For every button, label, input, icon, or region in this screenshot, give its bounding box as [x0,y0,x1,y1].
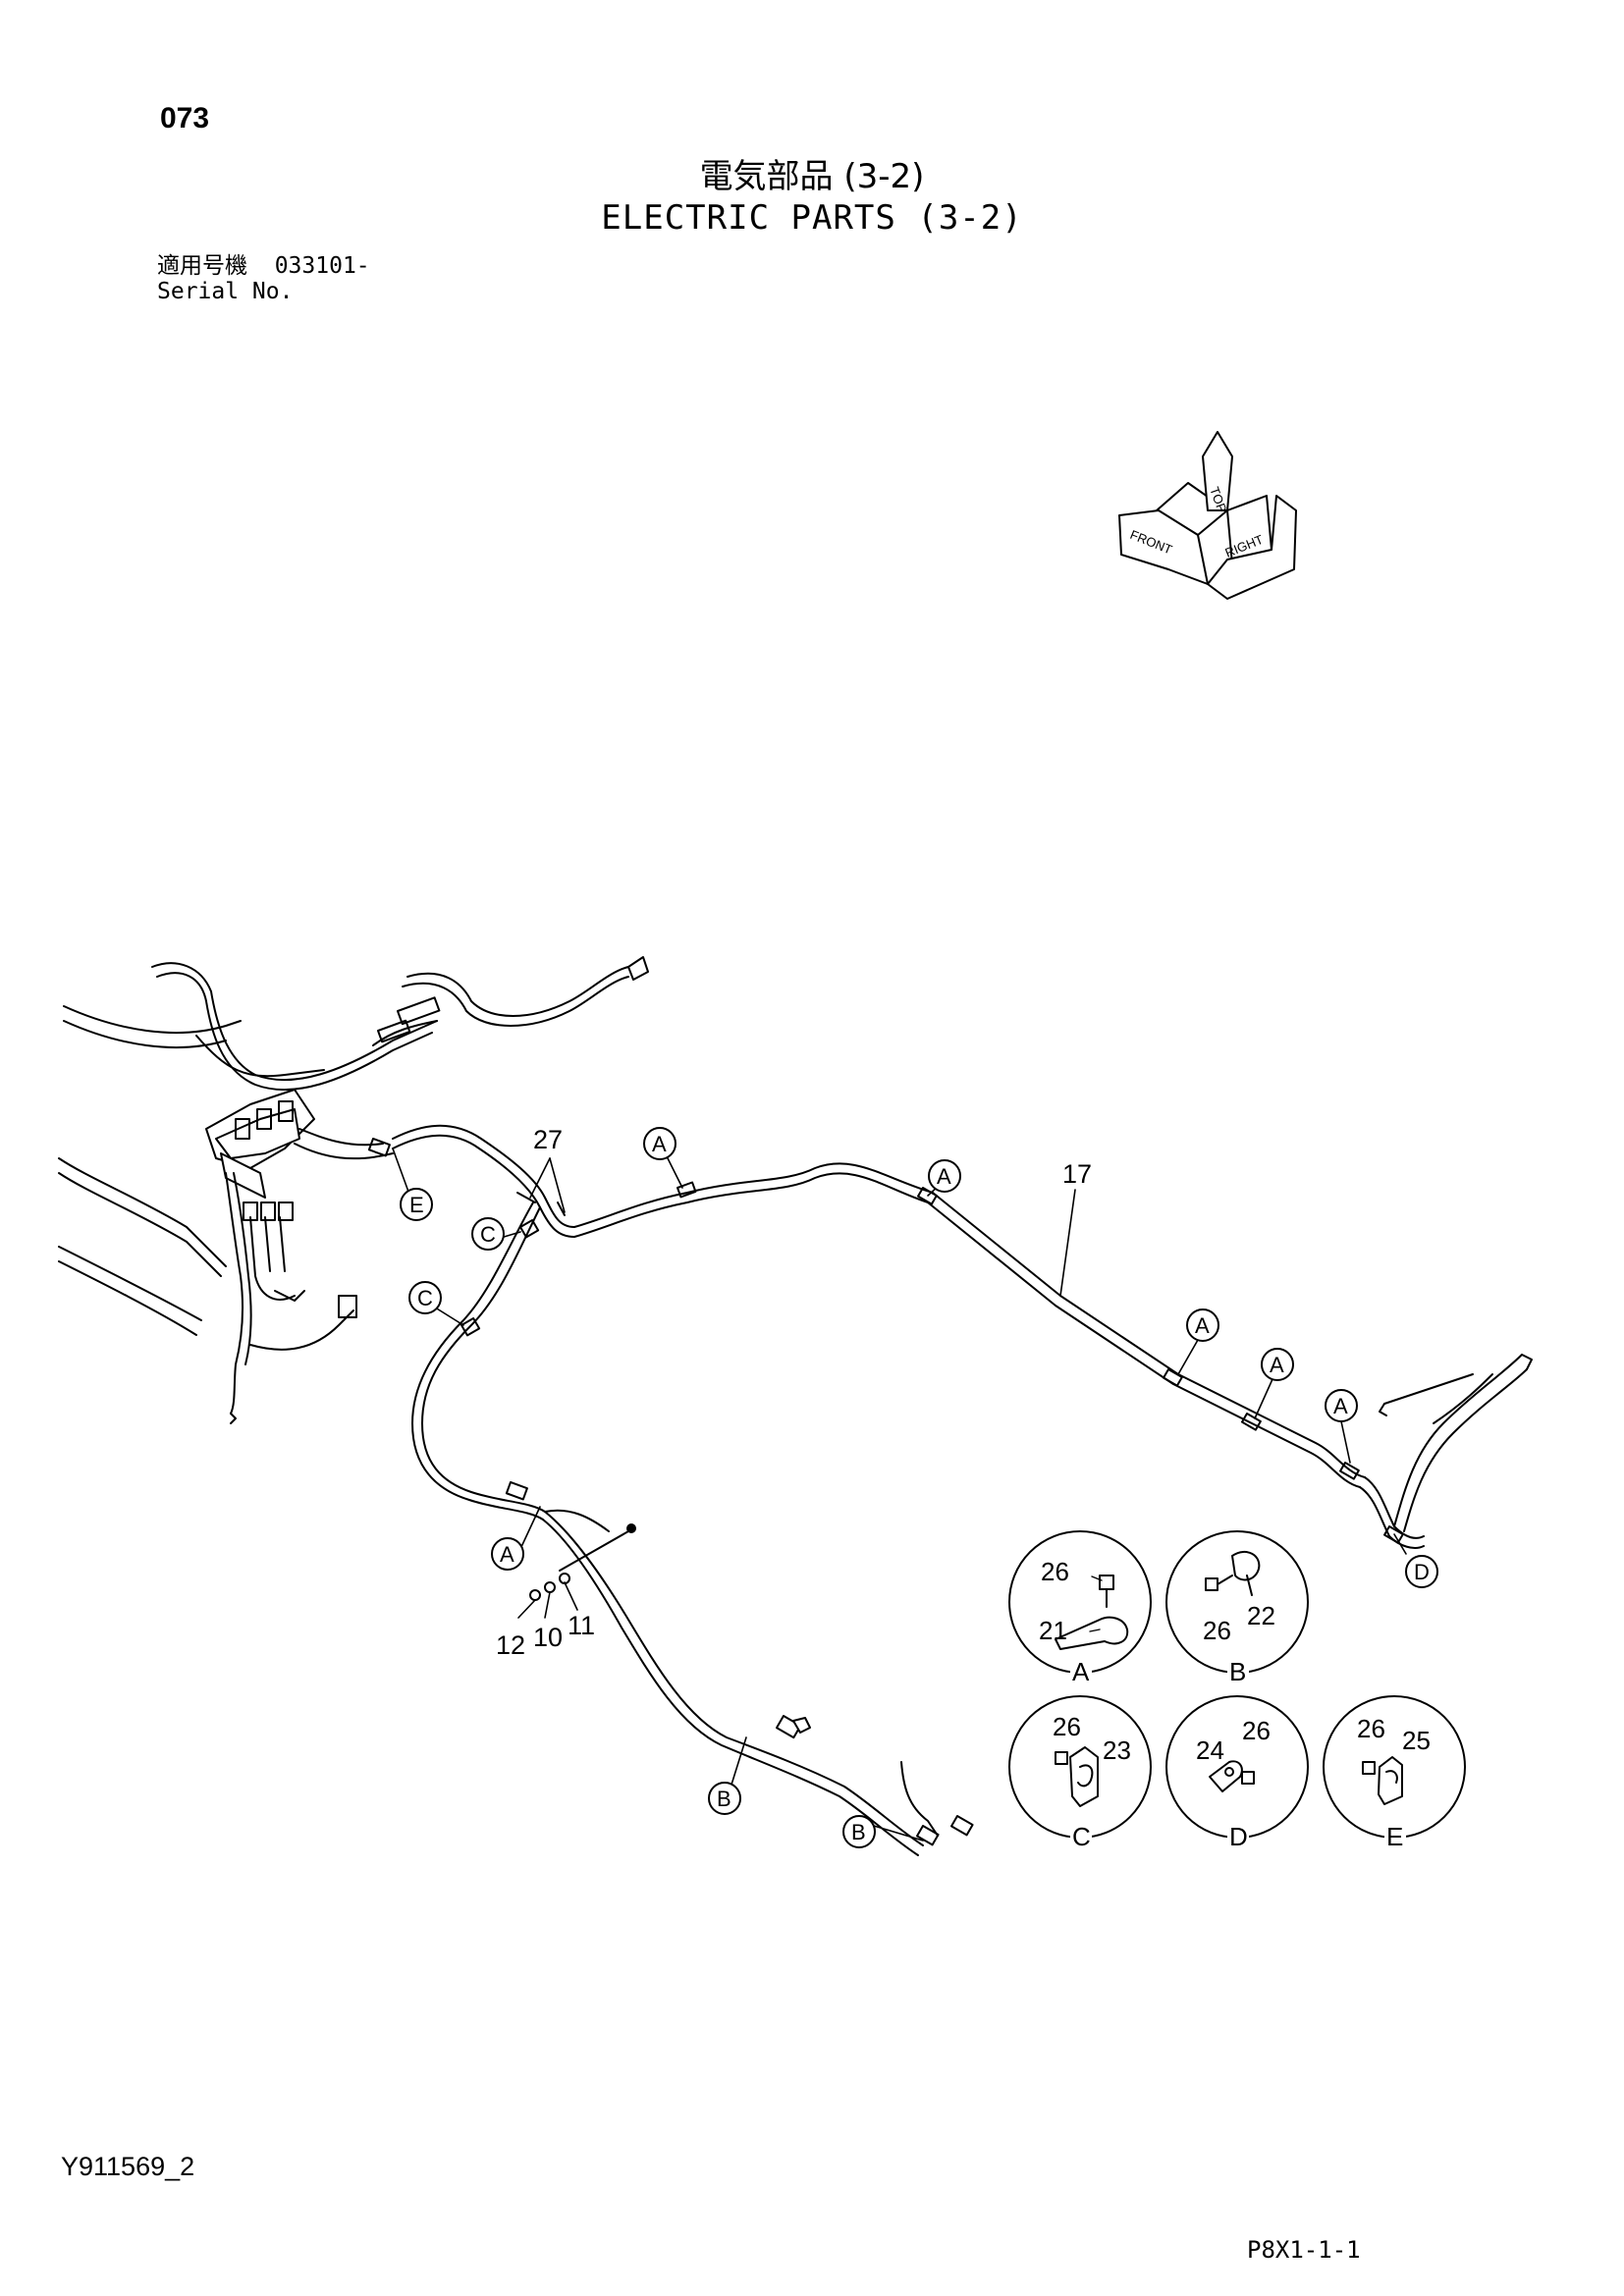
callout-12: 12 [496,1630,525,1660]
svg-text:B: B [851,1820,866,1844]
svg-text:D: D [1414,1560,1430,1584]
main-harness [367,1124,1533,1856]
svg-text:E: E [409,1193,424,1217]
detail-b-part-26: 26 [1203,1616,1231,1645]
ref-marker-a: A [491,1537,524,1571]
detail-e-label: E [1386,1822,1403,1851]
reference-markers: A A A A A A B B C C D E [400,1127,1438,1848]
svg-text:B: B [717,1787,731,1811]
detail-d-part-24: 24 [1196,1735,1224,1765]
detail-e-part-25: 25 [1402,1726,1431,1755]
callout-11: 11 [568,1611,595,1640]
detail-a-label: A [1072,1657,1090,1686]
page-number: 073 [160,102,210,134]
ref-marker-c: C [408,1281,442,1314]
svg-text:A: A [1333,1394,1348,1418]
ref-marker-b: B [842,1815,876,1848]
ref-marker-a: A [928,1159,961,1193]
orientation-indicator-icon: FRONT TOP RIGHT [1118,431,1297,600]
ref-marker-a: A [1325,1389,1358,1422]
svg-text:A: A [1270,1353,1284,1377]
detail-d-part-26: 26 [1242,1716,1271,1745]
ref-marker-a: A [1186,1308,1219,1342]
page-code: P8X1-1-1 [1247,2236,1361,2264]
detail-e: 26 25 E [1323,1695,1466,1851]
serial-label-en: Serial No. [157,279,294,304]
detail-c-part-26: 26 [1053,1712,1081,1741]
serial-value: 033101- [274,253,370,279]
detail-b-label: B [1229,1657,1246,1686]
page-title-jp: 電気部品 (3-2) [699,157,925,196]
svg-text:A: A [937,1164,951,1189]
document-id: Y911569_2 [61,2152,195,2181]
callout-27: 27 [533,1125,563,1154]
serial-label-jp: 適用号機 [157,253,247,279]
detail-e-part-26: 26 [1357,1714,1385,1743]
svg-text:A: A [652,1132,667,1156]
svg-text:C: C [417,1286,433,1310]
page-title-en: ELECTRIC PARTS (3-2) [601,198,1023,238]
ref-marker-a: A [643,1127,677,1160]
detail-b-part-22: 22 [1247,1601,1275,1630]
ref-marker-d: D [1405,1555,1438,1588]
callout-17: 17 [1062,1159,1092,1189]
detail-d: 24 26 D [1165,1695,1309,1851]
detail-c-part-23: 23 [1103,1735,1131,1765]
leader-lines [392,1148,1407,1842]
ref-marker-b: B [708,1782,741,1815]
svg-text:C: C [480,1222,496,1247]
svg-text:A: A [500,1542,514,1567]
detail-c: 26 23 C [1008,1695,1152,1851]
serial-block: 適用号機 033101- Serial No. [157,253,370,304]
callout-10: 10 [533,1623,563,1652]
detail-a-part-21: 21 [1039,1616,1067,1645]
ref-marker-c: C [471,1217,505,1251]
detail-d-label: D [1229,1822,1248,1851]
upper-harness [58,956,649,1424]
ref-marker-a: A [1261,1348,1294,1381]
detail-a: 26 21 A [1008,1530,1152,1686]
ref-marker-e: E [400,1188,433,1221]
detail-views: 26 21 A 26 22 B 26 23 C [1008,1530,1466,1851]
svg-text:A: A [1195,1313,1210,1338]
detail-b: 26 22 B [1165,1530,1309,1686]
detail-a-part-26: 26 [1041,1557,1069,1586]
detail-c-label: C [1072,1822,1091,1851]
